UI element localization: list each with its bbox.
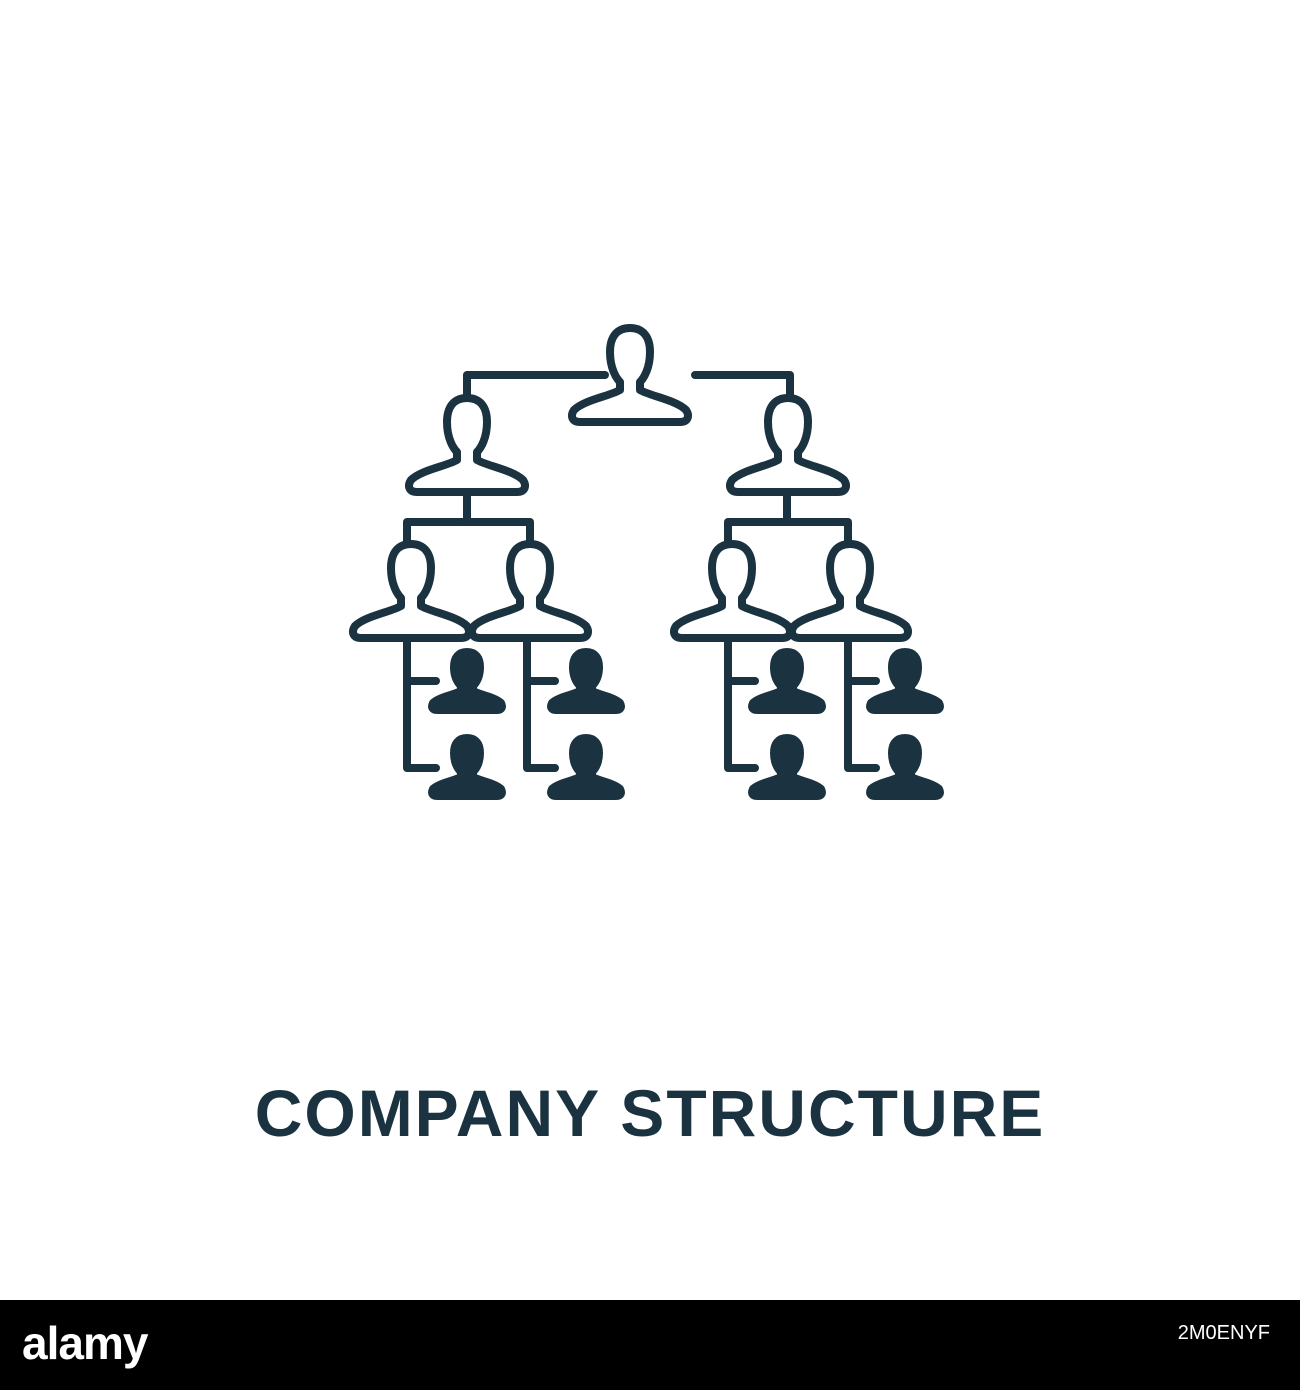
staff-figure [551, 738, 621, 796]
org-connector-lines [403, 371, 880, 772]
caption-title: COMPANY STRUCTURE [254, 1076, 1046, 1150]
stock-footer-bar [0, 1300, 1300, 1390]
lead-right-b-figure [792, 544, 908, 638]
image-id-label: 2M0ENYF [1177, 1322, 1270, 1344]
staff-figure [870, 738, 940, 796]
manager-left-figure [409, 398, 525, 492]
staff-figure [432, 652, 502, 710]
lead-left-b-figure [472, 544, 588, 638]
staff-figure [432, 738, 502, 796]
staff-figure [752, 652, 822, 710]
company-structure-icon [0, 0, 1300, 1300]
icon-artboard [0, 0, 1300, 1300]
lead-left-a-figure [353, 544, 469, 638]
staff-figure [551, 652, 621, 710]
alamy-logo: alamy [22, 1317, 148, 1369]
lead-right-a-figure [674, 544, 790, 638]
staff-figure [870, 652, 940, 710]
staff-figure [752, 738, 822, 796]
manager-right-figure [730, 398, 846, 492]
